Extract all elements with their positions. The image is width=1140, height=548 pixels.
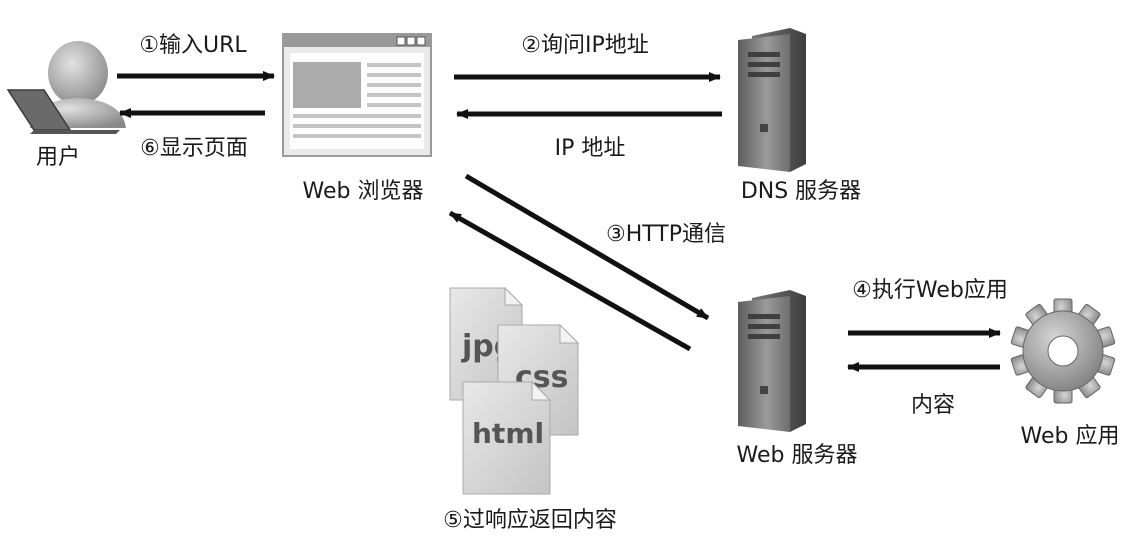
arrow-http-request (464, 173, 710, 321)
file-stack: jpg css html (449, 286, 580, 495)
gear-icon (1010, 298, 1116, 404)
user-laptop-icon (6, 41, 126, 134)
step-3-label: ③HTTP通信 (606, 222, 726, 247)
html-file-icon: html (462, 380, 552, 495)
step-4-label: ④执行Web应用 (852, 278, 1008, 303)
web-server-label: Web 服务器 (737, 443, 858, 468)
browser-label: Web 浏览器 (303, 179, 424, 204)
user-label: 用户 (36, 145, 80, 170)
step-2-label: ②询问IP地址 (521, 33, 648, 58)
dns-server-label: DNS 服务器 (741, 179, 861, 204)
step-2-reply-label: IP 地址 (555, 136, 626, 161)
html-file-label: html (472, 417, 544, 450)
web-server-icon (738, 290, 806, 432)
step-1-label: ①输入URL (139, 33, 247, 58)
step-4-reply-label: 内容 (911, 393, 955, 418)
step-5-label: ⑤过响应返回内容 (443, 508, 617, 533)
arrow-http-response (448, 210, 692, 352)
step-6-label: ⑥显示页面 (140, 136, 248, 161)
arrows (117, 71, 1001, 372)
browser-window-icon (282, 33, 432, 157)
dns-server-icon (738, 28, 806, 172)
web-app-label: Web 应用 (1021, 424, 1120, 449)
